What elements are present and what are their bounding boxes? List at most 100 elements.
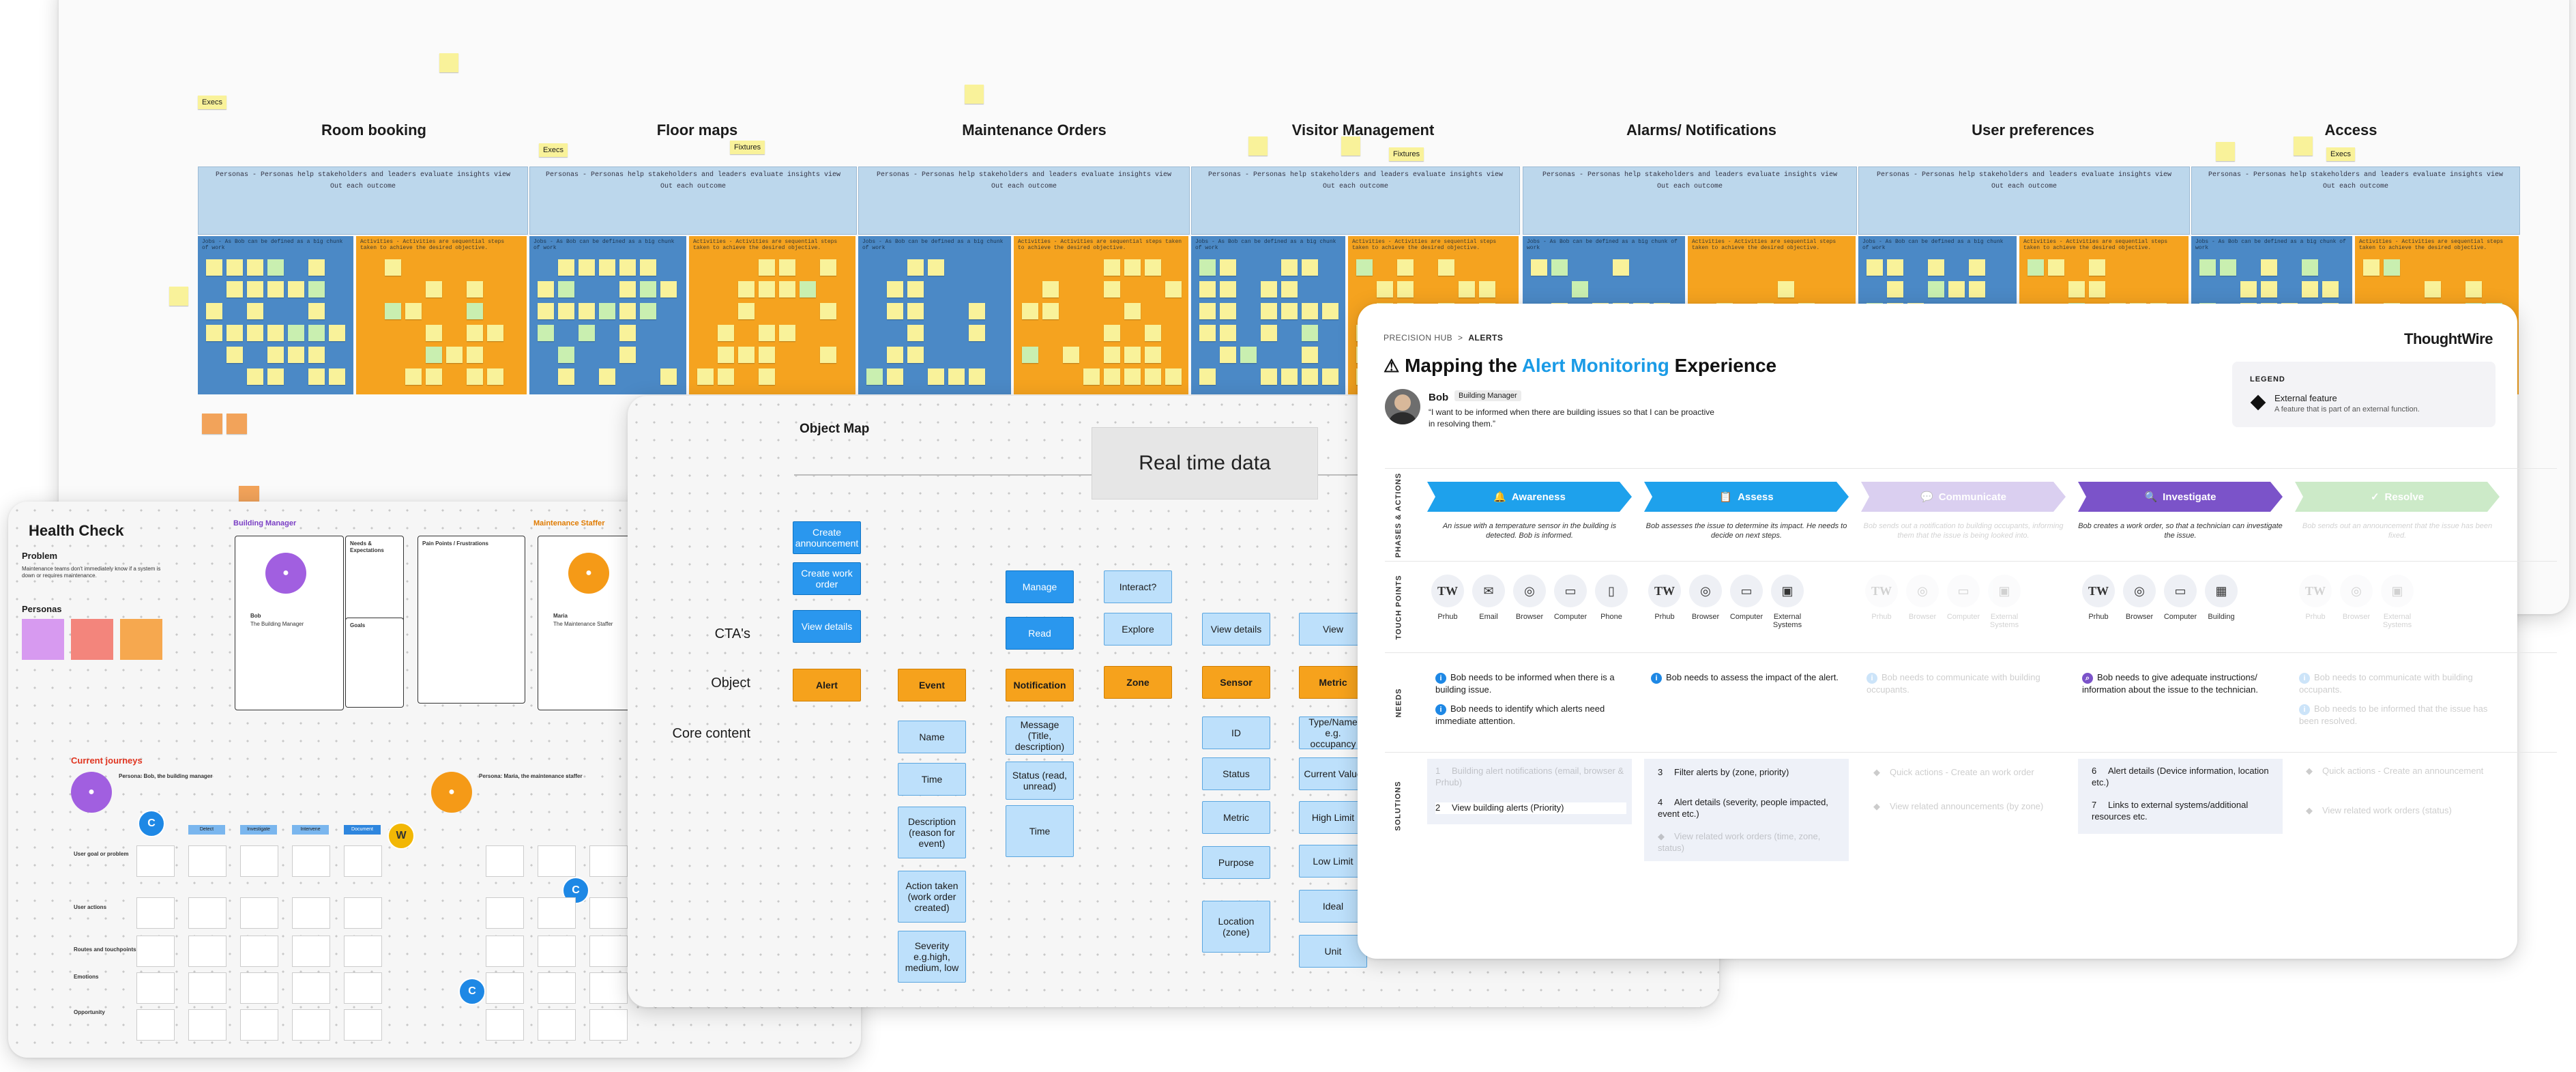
journey-note (292, 972, 330, 1004)
object-zone[interactable]: Zone (1104, 666, 1172, 699)
object-metric[interactable]: Metric (1299, 666, 1367, 699)
computer-icon: ▭ (1947, 575, 1980, 607)
sticky-note (579, 259, 595, 276)
sticky-note (538, 303, 554, 319)
legend-heading: LEGEND (2250, 375, 2285, 383)
create-announcement-button[interactable]: Create announcement (793, 521, 861, 554)
sticky-note (1199, 303, 1216, 319)
sticky-note (599, 368, 615, 385)
sticky-note (1261, 281, 1277, 298)
sticky-note (1887, 259, 1903, 276)
journey-note (188, 845, 226, 877)
solution-item-communicate-2[interactable]: ◆View related announcements (by zone) (1873, 801, 2044, 811)
metric-unit: Unit (1299, 935, 1367, 968)
touchpoint-label: Computer (2163, 613, 2197, 621)
touchpoint-label: Browser (2125, 613, 2154, 621)
sticky-note (467, 347, 483, 363)
journey-note (188, 897, 226, 929)
sticky-note (1302, 347, 1318, 363)
sticky-note (619, 303, 636, 319)
breadcrumb-root[interactable]: PRECISION HUB (1384, 333, 1453, 343)
sticky-note (579, 325, 595, 341)
view-button-metric[interactable]: View (1299, 613, 1367, 646)
journey-note (136, 897, 175, 929)
sticky-note (738, 347, 755, 363)
persona-tag-1 (22, 619, 64, 660)
external-systems-icon: ▣ (2381, 575, 2414, 607)
phase-assess[interactable]: 📋Assess (1644, 482, 1849, 512)
phase-investigate[interactable]: 🔍Investigate (2078, 482, 2283, 512)
sticky-note (1459, 281, 1475, 298)
cursor-c-3: C (458, 978, 486, 1005)
sticky-note (1887, 281, 1903, 298)
view-details-button-alert[interactable]: View details (793, 610, 861, 643)
sensor-purpose: Purpose (1202, 846, 1270, 879)
sticky-note (907, 303, 924, 319)
solution-item-communicate-1[interactable]: ◆Quick actions - Create an work order (1873, 767, 2034, 777)
stage-header-detect: Detect (188, 825, 225, 835)
explore-button[interactable]: Explore (1104, 613, 1172, 646)
sensor-metric: Metric (1202, 801, 1270, 834)
journey-note (538, 1009, 576, 1041)
sticky-note (1124, 368, 1141, 385)
create-work-order-button[interactable]: Create work order (793, 562, 861, 595)
sticky-note (2302, 259, 2318, 276)
solution-item-resolve-1[interactable]: ◆Quick actions - Create an announcement (2306, 766, 2484, 776)
sticky-note (206, 325, 222, 341)
event-description: Description (reason for event) (898, 807, 966, 858)
sticky-note (907, 281, 924, 298)
phase-communicate[interactable]: 💬Communicate (1861, 482, 2066, 512)
page-title: ⚠ Mapping the Alert Monitoring Experienc… (1384, 355, 1776, 377)
object-notification[interactable]: Notification (1006, 669, 1074, 701)
sticky-note (329, 325, 345, 341)
sticky-note (1531, 259, 1547, 276)
section-title-user-preferences: User preferences (1972, 121, 2094, 139)
sticky-note (487, 368, 503, 385)
read-button[interactable]: Read (1006, 617, 1074, 650)
sticky-note (1124, 303, 1141, 319)
sticky-note (928, 368, 944, 385)
persona-band-5: Personas - Personas help stakeholders an… (1523, 166, 1857, 235)
notification-message: Message (Title, description) (1006, 716, 1074, 755)
sticky-note (558, 281, 574, 298)
sticky-note (1281, 303, 1298, 319)
sticky-note (308, 303, 325, 319)
sticky-note (1778, 281, 1794, 298)
sticky-note (1867, 259, 1883, 276)
persona-a-role: The Building Manager (250, 621, 304, 627)
sticky-note (820, 303, 836, 319)
legend-item-desc: A feature that is part of an external fu… (2274, 405, 2420, 414)
stage-header-document: Document (344, 825, 381, 835)
object-event[interactable]: Event (898, 669, 966, 701)
phase-awareness[interactable]: 🔔Awareness (1427, 482, 1632, 512)
sticky-note (1124, 347, 1141, 363)
object-alert[interactable]: Alert (793, 669, 861, 701)
journey-note (344, 1009, 382, 1041)
row-divider-phases (1385, 468, 2557, 469)
phase-resolve[interactable]: ✓Resolve (2295, 482, 2500, 512)
sticky-note (267, 368, 284, 385)
journey-note (188, 1009, 226, 1041)
touchpoint-label: Browser (1908, 613, 1937, 621)
touchpoint-label: Computer (1729, 613, 1763, 621)
solution-item-resolve-2[interactable]: ◆View related work orders (status) (2306, 805, 2452, 815)
sticky-note (1322, 368, 1338, 385)
manage-button[interactable]: Manage (1006, 570, 1074, 603)
sticky-note (619, 281, 636, 298)
journey-note (136, 936, 175, 967)
solution-item-5[interactable]: ◆View related work orders (time, zone, s… (1658, 831, 1821, 853)
journey-note (589, 972, 628, 1004)
problem-heading: Problem (22, 551, 58, 561)
sticky-note (426, 281, 442, 298)
view-details-button-sensor[interactable]: View details (1202, 613, 1270, 646)
interact-button[interactable]: Interact? (1104, 570, 1172, 603)
object-sensor[interactable]: Sensor (1202, 666, 1270, 699)
row-divider-solutions (1385, 752, 2557, 753)
sticky-note (759, 259, 775, 276)
